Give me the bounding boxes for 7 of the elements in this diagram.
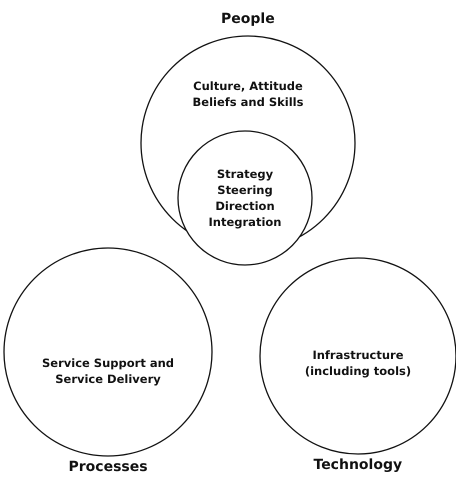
circle-heading: Processes (68, 459, 148, 475)
circle-text: Infrastructure (including tools) (304, 347, 412, 379)
circle-text: Strategy Steering Direction Integration (208, 166, 282, 230)
circle-text: Culture, Attitude Beliefs and Skills (192, 78, 304, 110)
circle-text: Service Support and Service Delivery (41, 355, 175, 387)
circle-heading: Technology (314, 457, 402, 473)
circle-heading: People (221, 11, 275, 27)
